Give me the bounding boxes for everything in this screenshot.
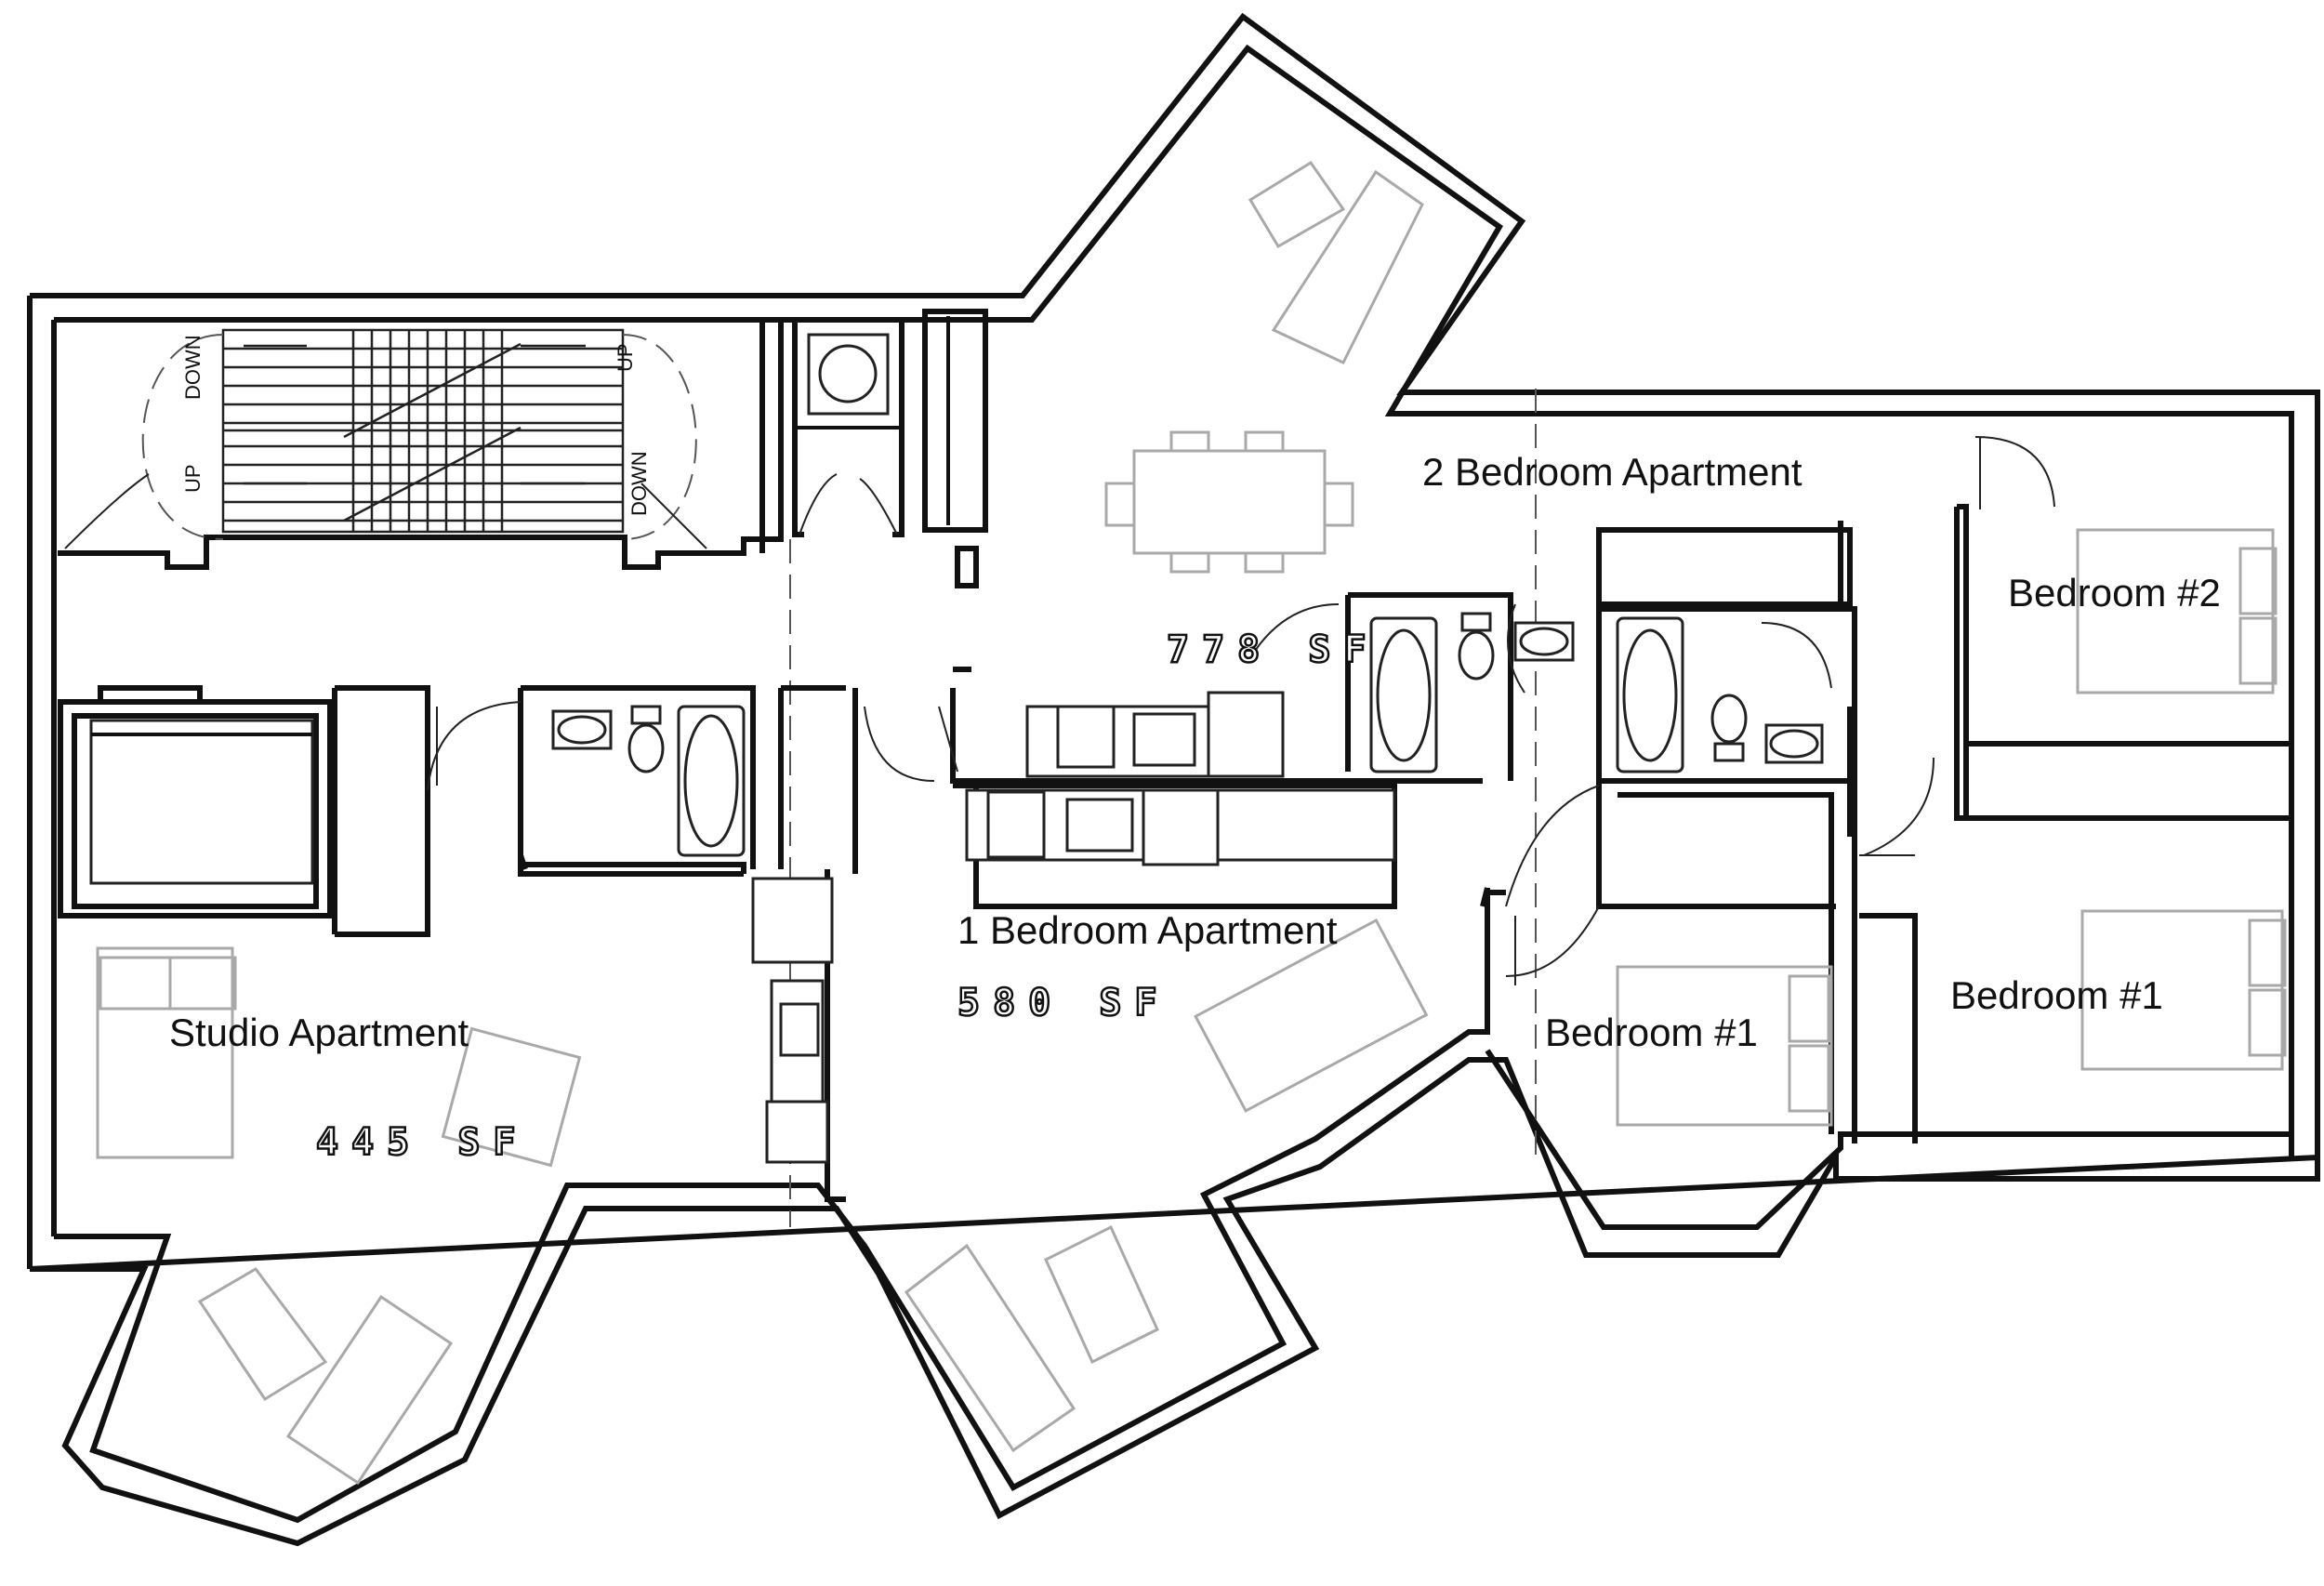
unit-label-one-bedroom: 1 Bedroom Apartment	[957, 908, 1338, 952]
bathroom-fixtures	[551, 612, 1824, 857]
stair-label-up-left: UP	[181, 464, 205, 493]
kitchen-fixtures	[751, 691, 1396, 1164]
stair-label-down-left: DOWN	[181, 335, 205, 400]
room-label-two-bedroom-bedroom-1: Bedroom #1	[1950, 973, 2163, 1017]
furniture	[96, 160, 2287, 1486]
room-label-one-bedroom-bedroom-1: Bedroom #1	[1545, 1011, 1758, 1054]
one-bedroom-walls	[332, 685, 1397, 1202]
exterior-walls	[27, 12, 2320, 1547]
unit-area-one-bedroom: 580 SF	[957, 982, 1170, 1024]
two-bedroom-walls	[950, 436, 2291, 1143]
stair-core: DOWN UP UP DOWN	[54, 317, 784, 570]
unit-label-two-bedroom: 2 Bedroom Apartment	[1422, 450, 1802, 494]
stair-label-up-right: UP	[614, 343, 637, 372]
studio-walls	[58, 685, 746, 919]
labels: 2 Bedroom Apartment 778 SF 1 Bedroom Apa…	[169, 450, 2221, 1165]
stair-label-down-right: DOWN	[627, 451, 651, 516]
unit-area-two-bedroom: 778 SF	[1167, 628, 1380, 671]
room-label-two-bedroom-bedroom-2: Bedroom #2	[2008, 571, 2221, 615]
unit-label-studio: Studio Apartment	[169, 1011, 469, 1054]
unit-area-studio: 445 SF	[316, 1121, 529, 1164]
elevator-shaft	[792, 309, 988, 588]
